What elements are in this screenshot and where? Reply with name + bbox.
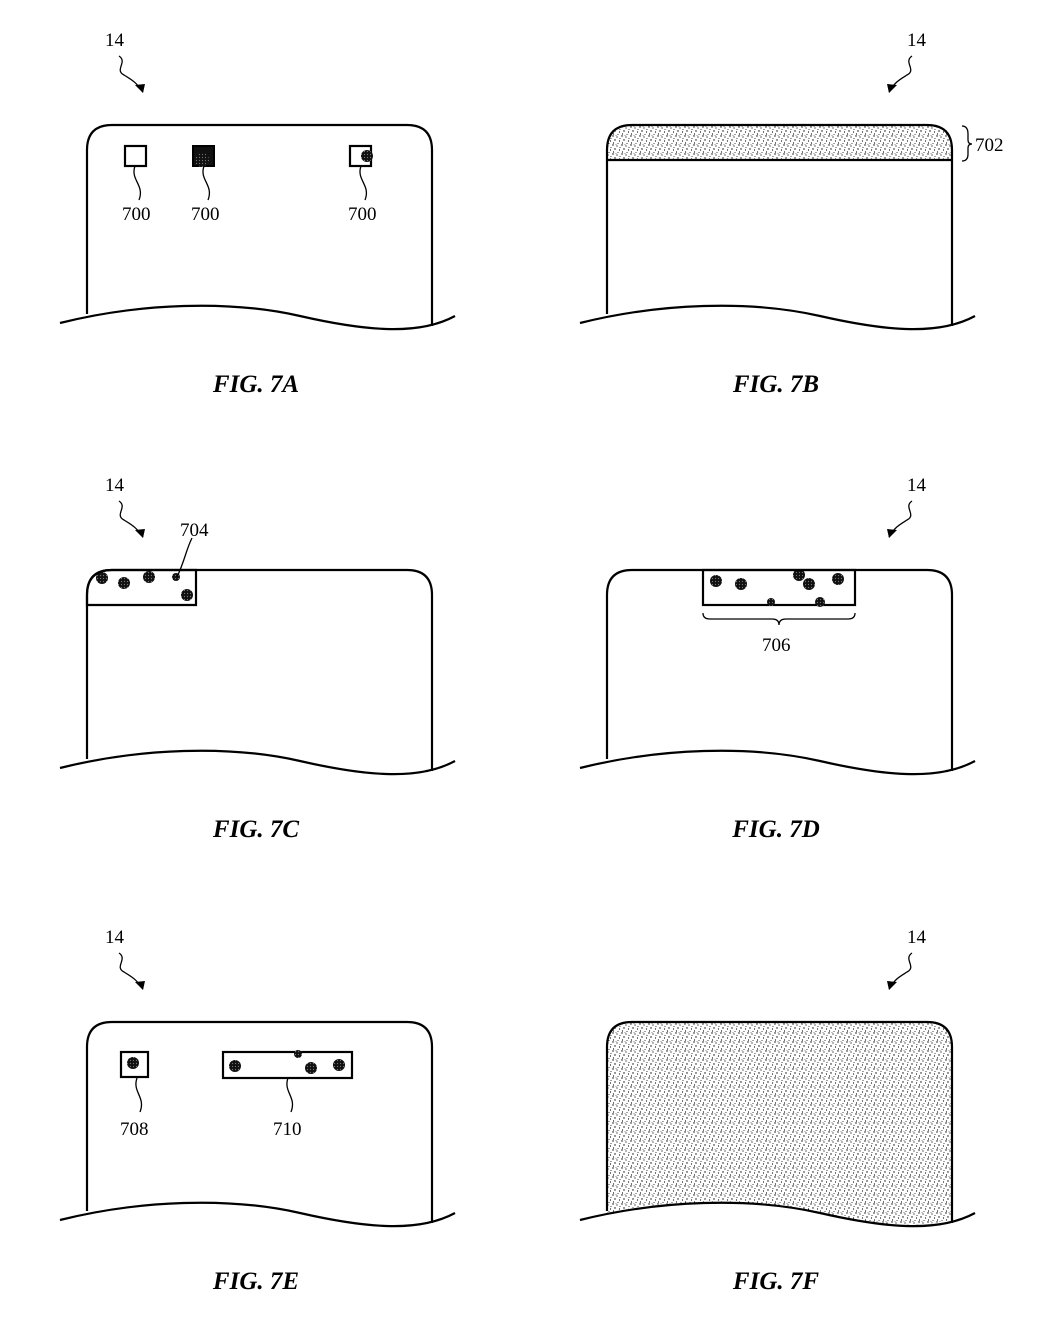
figure-7f: 14 FIG. 7F — [578, 927, 977, 1295]
arrow-icon — [118, 500, 146, 539]
ref-label: 708 — [120, 1119, 149, 1140]
ref-label: 702 — [975, 135, 1004, 156]
figure-7a: 14 700 700 700 FIG. 7A — [58, 30, 457, 398]
figure-7c: 14 704 FIG. 7C — [58, 475, 457, 843]
device-ref-label: 14 — [105, 475, 125, 496]
figure-caption: FIG. 7A — [212, 371, 299, 398]
ref-label: 700 — [348, 204, 377, 225]
ref-label: 706 — [762, 635, 791, 656]
device-ref-label: 14 — [907, 30, 927, 51]
arrow-icon — [886, 500, 913, 539]
device-ref-label: 14 — [105, 927, 125, 948]
ref-label: 700 — [191, 204, 220, 225]
figure-caption: FIG. 7C — [212, 816, 299, 843]
arrow-icon — [118, 952, 146, 991]
figure-caption: FIG. 7E — [212, 1268, 299, 1295]
figure-7d: 14 706 FIG. 7D — [578, 475, 977, 843]
figure-caption: FIG. 7B — [732, 371, 819, 398]
ref-label: 700 — [122, 204, 151, 225]
coating-region — [701, 568, 857, 607]
coating-band — [607, 125, 952, 160]
device-ref-label: 14 — [105, 30, 125, 51]
full-coating — [607, 1022, 952, 1225]
figure-caption: FIG. 7D — [731, 816, 820, 843]
coating-region — [221, 1050, 354, 1080]
coating-region — [119, 1050, 150, 1079]
arrow-icon — [886, 55, 913, 94]
figure-caption: FIG. 7F — [732, 1268, 819, 1295]
ref-label: 710 — [273, 1119, 302, 1140]
device-ref-label: 14 — [907, 927, 927, 948]
device-ref-label: 14 — [907, 475, 927, 496]
ref-label: 704 — [180, 520, 209, 541]
figure-7e: 14 708 710 FIG. 7E — [58, 927, 457, 1295]
sensor-window — [123, 144, 148, 168]
arrow-icon — [886, 952, 913, 991]
arrow-icon — [118, 55, 146, 94]
figure-7b: 14 702 FIG. 7B — [578, 30, 1004, 398]
